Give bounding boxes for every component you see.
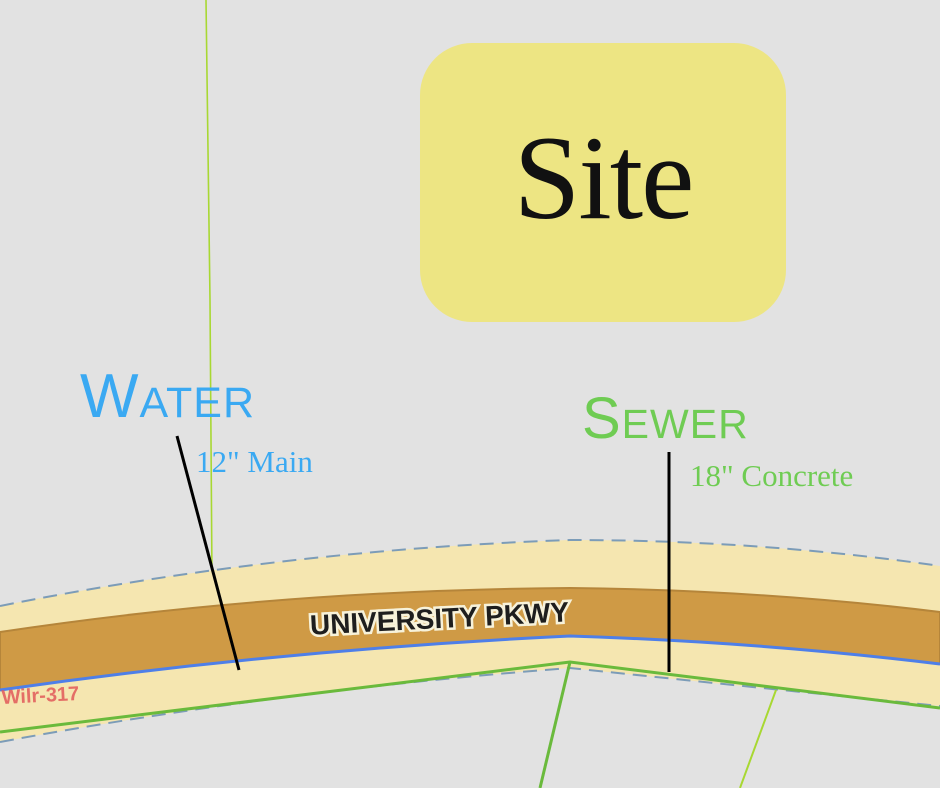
faded-road-label: Wilr-317 (1, 683, 80, 709)
sewer-title: Sewer (582, 386, 749, 451)
water-subtitle: 12" Main (196, 444, 313, 479)
parcel-boundary-line (205, 0, 213, 581)
water-leader-line (175, 435, 241, 671)
parcel-line-right (739, 689, 777, 788)
row-edge-north (0, 538, 940, 607)
water-title: Water (80, 362, 256, 431)
sewer-subtitle: 18" Concrete (690, 458, 854, 493)
sewer-branch-left (538, 661, 572, 788)
water-main-line (0, 634, 940, 692)
site-label: Site (513, 110, 695, 244)
site-marker: Site (420, 43, 786, 322)
